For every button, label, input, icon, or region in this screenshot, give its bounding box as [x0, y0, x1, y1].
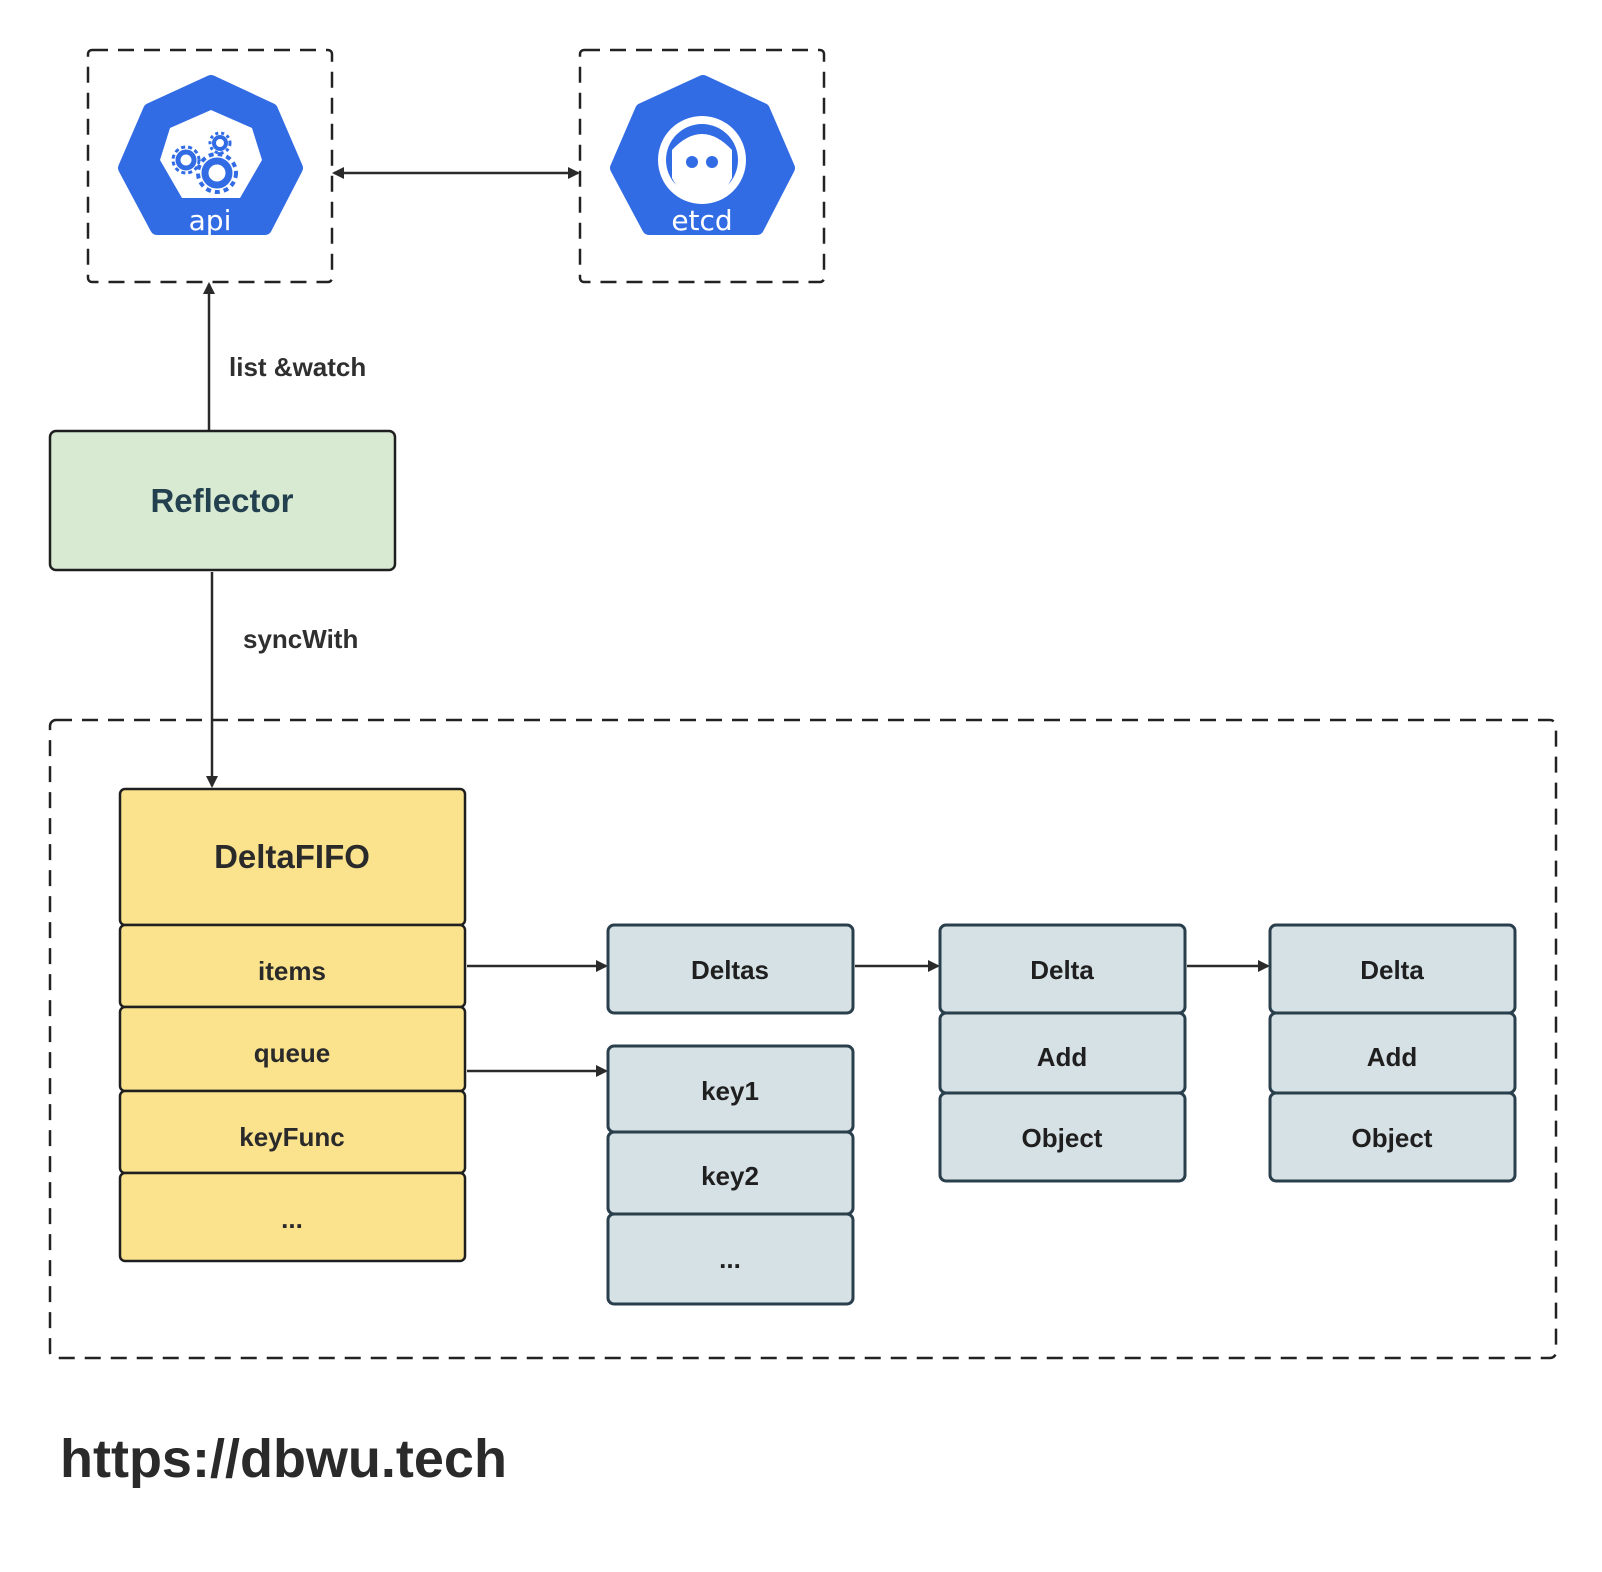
deltas-box — [606, 923, 855, 1015]
gear-icon — [171, 131, 238, 194]
informer-cache-frame — [48, 718, 1558, 1360]
delta2-object: Object — [1352, 1123, 1433, 1153]
deltafifo-field-queue: queue — [254, 1038, 331, 1068]
deltafifo-field-items: items — [258, 956, 326, 986]
delta-node-1: Delta Add Object — [938, 923, 1187, 1183]
api-server-icon: api — [118, 75, 303, 237]
deltas-label: Deltas — [691, 955, 769, 985]
key2-label: key2 — [701, 1161, 759, 1191]
delta-node-2: Delta Add Object — [1268, 923, 1517, 1183]
deltafifo-title: DeltaFIFO — [214, 838, 370, 875]
delta1-object: Object — [1022, 1123, 1103, 1153]
reflector-box — [48, 429, 397, 572]
delta2-type: Add — [1367, 1042, 1418, 1072]
deltafifo-field-cell — [118, 1171, 467, 1263]
delta-object-cell — [938, 1091, 1187, 1183]
deltafifo-field-ellipsis: ... — [281, 1204, 303, 1234]
key1-label: key1 — [701, 1076, 759, 1106]
delta1-title: Delta — [1030, 955, 1094, 985]
sync-with-label: syncWith — [243, 624, 358, 654]
key-ellipsis-label: ... — [719, 1244, 741, 1274]
delta-object-cell — [1268, 1091, 1517, 1183]
deltafifo-struct: DeltaFIFO items queue keyFunc ... — [118, 787, 467, 1263]
delta2-title: Delta — [1360, 955, 1424, 985]
api-frame — [86, 48, 334, 284]
list-watch-label: list &watch — [229, 352, 366, 382]
key-cell — [606, 1212, 855, 1306]
deltafifo-field-keyfunc: keyFunc — [239, 1122, 345, 1152]
reflector-title: Reflector — [150, 482, 293, 519]
delta1-type: Add — [1037, 1042, 1088, 1072]
etcd-icon: etcd — [610, 75, 795, 237]
key-list: key1 key2 ... — [606, 1044, 855, 1306]
website-watermark: https://dbwu.tech — [60, 1429, 507, 1489]
etcd-logo-text: etcd — [671, 204, 732, 237]
api-logo-text: api — [189, 204, 232, 237]
etcd-frame — [578, 48, 826, 284]
